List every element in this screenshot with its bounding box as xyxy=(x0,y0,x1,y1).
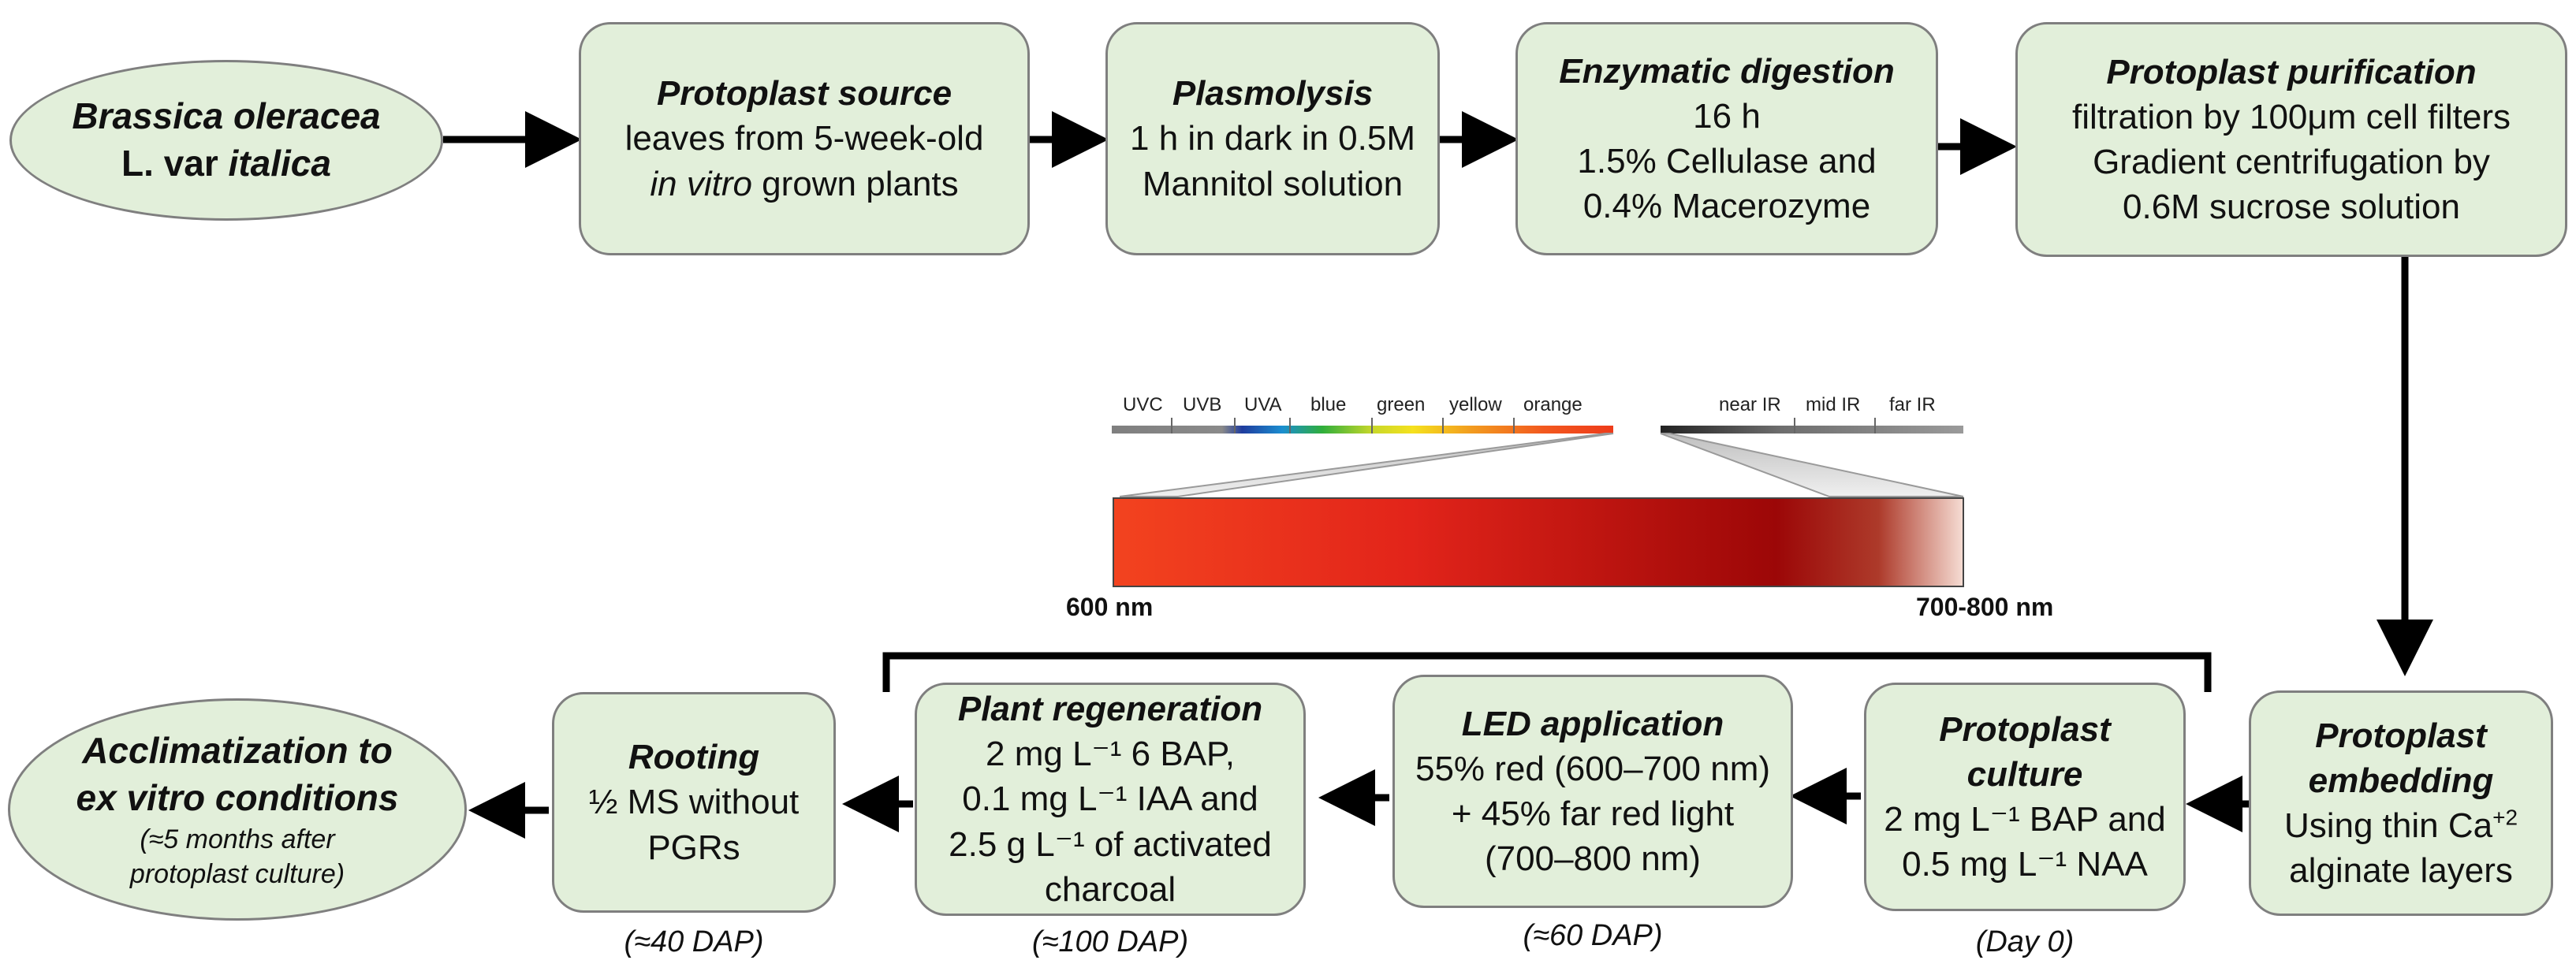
node-rooting: Rooting ½ MS without PGRs xyxy=(552,692,836,913)
regeneration-line-4: charcoal xyxy=(1044,869,1176,909)
led-line-2: + 45% far red light xyxy=(1451,795,1735,833)
culture-note: (Day 0) xyxy=(1975,925,2075,958)
band-label-mid-ir: mid IR xyxy=(1806,394,1861,415)
regeneration-note: (≈100 DAP) xyxy=(1031,925,1189,958)
purification-line-1: filtration by 100μm cell filters xyxy=(2072,97,2511,136)
node-brassica-oleracea: Brassica oleracea L. var italica xyxy=(9,60,443,221)
plasmolysis-line-2: Mannitol solution xyxy=(1142,164,1404,203)
band-label-uva: UVA xyxy=(1244,394,1282,415)
band-label-yellow: yellow xyxy=(1449,394,1502,415)
culture-line-2: 0.5 mg L⁻¹ NAA xyxy=(1902,845,2148,884)
node-enzymatic-digestion: Enzymatic digestion 16 h 1.5% Cellulase … xyxy=(1515,22,1938,255)
acclimatization-title-1: Acclimatization to xyxy=(82,730,393,772)
protoplast-source-line-2: in vitro grown plants xyxy=(650,162,958,207)
regeneration-title: Plant regeneration xyxy=(957,690,1263,729)
acclimatization-note-2: protoplast culture) xyxy=(129,858,345,889)
purification-title: Protoplast purification xyxy=(2106,52,2477,91)
band-label-green: green xyxy=(1377,394,1426,415)
rooting-title: Rooting xyxy=(628,738,760,777)
acclimatization-note-1: (≈5 months after xyxy=(140,824,335,854)
led-line-1: 55% red (600–700 nm) xyxy=(1415,749,1771,788)
spectrum-end-label: 700-800 nm xyxy=(1916,593,2054,621)
node-protoplast-source: Protoplast source leaves from 5-week-old… xyxy=(579,22,1030,255)
enzymatic-title: Enzymatic digestion xyxy=(1559,51,1895,91)
node-led-application: LED application 55% red (600–700 nm) + 4… xyxy=(1392,675,1793,908)
band-label-blue: blue xyxy=(1310,394,1347,415)
band-label-orange: orange xyxy=(1523,394,1583,415)
regeneration-line-3: 2.5 g L⁻¹ of activated xyxy=(949,824,1272,864)
embedding-line-2: alginate layers xyxy=(2289,851,2513,891)
band-label-far-ir: far IR xyxy=(1889,394,1936,415)
regeneration-line-1: 2 mg L⁻¹ 6 BAP, xyxy=(986,735,1235,774)
source-line-2: L. var italica xyxy=(121,140,331,188)
embedding-title-1: Protoplast xyxy=(2315,716,2487,755)
enzymatic-line-2: 1.5% Cellulase and xyxy=(1577,142,1877,180)
node-protoplast-purification: Protoplast purification filtration by 10… xyxy=(2015,22,2567,257)
node-plasmolysis: Plasmolysis 1 h in dark in 0.5M Mannitol… xyxy=(1105,22,1440,255)
embedding-line-1: Using thin Ca+2 xyxy=(2284,803,2518,848)
source-line-1: Brassica oleracea xyxy=(72,95,381,137)
purification-line-3: 0.6M sucrose solution xyxy=(2123,188,2460,227)
led-bracket xyxy=(882,652,2212,692)
red-spectrum-bar xyxy=(1113,497,1964,587)
embedding-title-2: embedding xyxy=(2308,761,2494,800)
plasmolysis-line-1: 1 h in dark in 0.5M xyxy=(1130,119,1415,158)
led-note: (≈60 DAP) xyxy=(1523,919,1663,952)
enzymatic-line-3: 0.4% Macerozyme xyxy=(1583,187,1871,226)
acclimatization-title-2: ex vitro conditions xyxy=(76,776,399,818)
node-protoplast-embedding: Protoplast embedding Using thin Ca+2 alg… xyxy=(2249,690,2553,916)
culture-line-1: 2 mg L⁻¹ BAP and xyxy=(1884,800,2166,839)
spectrum-fan-right xyxy=(1660,433,1964,497)
node-plant-regeneration: Plant regeneration 2 mg L⁻¹ 6 BAP, 0.1 m… xyxy=(915,683,1306,916)
led-line-3: (700–800 nm) xyxy=(1485,839,1701,879)
spectrum-ir-bar xyxy=(1661,426,1963,434)
band-label-uvc: UVC xyxy=(1123,394,1163,415)
band-label-near-ir: near IR xyxy=(1719,394,1781,415)
source-line-2-pre: L. var xyxy=(121,143,229,184)
spectrum-visible-bar xyxy=(1112,426,1613,434)
enzymatic-line-1: 16 h xyxy=(1693,96,1761,136)
spectrum-fan-left xyxy=(1119,433,1614,497)
plasmolysis-title: Plasmolysis xyxy=(1172,74,1374,114)
rooting-line-1: ½ MS without xyxy=(588,783,800,822)
protoplast-source-title: Protoplast source xyxy=(656,74,952,114)
light-spectrum xyxy=(1112,418,1964,587)
protoplast-source-line-2-em: in vitro xyxy=(650,164,752,203)
culture-title-1: Protoplast xyxy=(1939,709,2111,749)
culture-title-2: culture xyxy=(1966,754,2083,794)
spectrum-start-label: 600 nm xyxy=(1066,593,1154,621)
rooting-line-2: PGRs xyxy=(647,828,740,867)
node-protoplast-culture: Protoplast culture 2 mg L⁻¹ BAP and 0.5 … xyxy=(1864,683,2186,911)
regeneration-line-2: 0.1 mg L⁻¹ IAA and xyxy=(962,780,1258,819)
band-label-uvb: UVB xyxy=(1183,394,1222,415)
node-acclimatization: Acclimatization to ex vitro conditions (… xyxy=(8,698,467,921)
embedding-line-1-pre: Using thin Ca xyxy=(2283,806,2493,845)
led-title: LED application xyxy=(1461,704,1724,743)
purification-line-2: Gradient centrifugation by xyxy=(2093,143,2490,181)
rooting-note: (≈40 DAP) xyxy=(624,925,764,958)
source-line-2-em: italica xyxy=(228,143,331,184)
protoplast-source-line-2-post: grown plants xyxy=(751,164,959,203)
protoplast-source-line-1: leaves from 5-week-old xyxy=(624,119,984,158)
embedding-line-1-sup: +2 xyxy=(2492,805,2518,830)
